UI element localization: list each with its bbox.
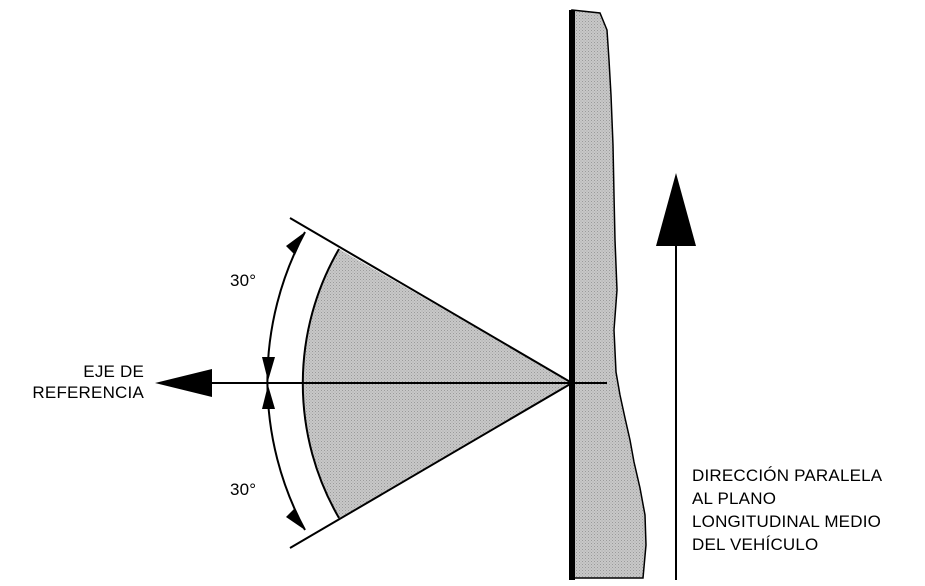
angle-arrowhead-top xyxy=(286,232,305,255)
direction-label-line4: DEL VEHÍCULO xyxy=(692,535,819,554)
angle-arrowhead-mid-lower xyxy=(262,385,275,409)
direction-label-line1: DIRECCIÓN PARALELA xyxy=(692,466,883,485)
angle-label-upper: 30° xyxy=(230,271,257,290)
vehicle-panel xyxy=(571,9,647,579)
angle-dimension-arc xyxy=(266,231,306,531)
angle-arrowhead-mid-upper xyxy=(262,357,275,381)
reference-axis-arrowhead xyxy=(155,369,212,397)
reference-axis-label-line2: REFERENCIA xyxy=(32,383,144,402)
angle-arrowhead-bottom xyxy=(286,508,305,530)
reference-axis-label-line1: EJE DE xyxy=(83,362,144,381)
direction-arrowhead xyxy=(656,173,696,246)
sector-upper-boundary xyxy=(289,217,573,384)
direction-label-line3: LONGITUDINAL MEDIO xyxy=(692,512,882,531)
direction-label-line2: AL PLANO xyxy=(692,489,777,508)
sector-lower-boundary xyxy=(289,382,573,549)
angle-label-lower: 30° xyxy=(230,480,257,499)
